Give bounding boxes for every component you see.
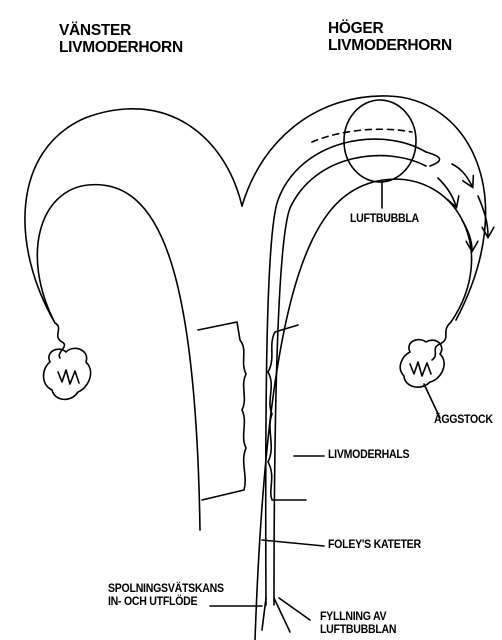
left-ovary xyxy=(44,348,91,399)
catheter-label: FOLEY'S KATETER xyxy=(328,538,421,551)
balloon-fill-label-line2: LUFTBUBBLAN xyxy=(320,623,396,636)
left-horn-label-line2: LIVMODERHORN xyxy=(59,39,183,56)
catheter-tip xyxy=(426,152,440,166)
right-horn-outline xyxy=(242,96,486,320)
left-horn-inner-wall xyxy=(37,185,200,530)
flow-arrow-3 xyxy=(438,178,456,206)
catheter-branch-2 xyxy=(274,598,290,632)
cervix-label: LIVMODERHALS xyxy=(328,448,409,461)
right-horn-label-line2: LIVMODERHORN xyxy=(328,37,452,54)
right-ovary xyxy=(400,340,444,388)
left-tube-squiggle xyxy=(55,323,65,358)
flow-arrow-1 xyxy=(452,164,472,186)
air-bubble-label: LUFTBUBBLA xyxy=(350,212,419,225)
cervix-right-block xyxy=(268,325,306,500)
balloon-fill-label: FYLLNING AV LUFTBUBBLAN xyxy=(320,610,396,637)
catheter-branch xyxy=(262,598,266,630)
right-horn-inner-wall xyxy=(255,179,472,640)
flush-label: SPOLNINGSVÄTSKANS IN- OCH UTFLÖDE xyxy=(108,582,224,609)
balloon-fill-label-line1: FYLLNING AV xyxy=(320,610,396,623)
right-horn-label-line1: HÖGER xyxy=(328,20,452,37)
flow-arrow-2 xyxy=(478,196,488,236)
left-horn-outline xyxy=(25,109,242,323)
cervix-left-block xyxy=(198,322,246,500)
right-horn-label: HÖGER LIVMODERHORN xyxy=(328,20,452,55)
left-horn-label-line1: VÄNSTER xyxy=(59,22,183,39)
flush-label-line2: IN- OCH UTFLÖDE xyxy=(108,595,224,608)
ovary-label: ÄGGSTOCK xyxy=(434,413,493,426)
left-horn-label: VÄNSTER LIVMODERHORN xyxy=(59,22,183,57)
leader-catheter xyxy=(262,540,324,546)
